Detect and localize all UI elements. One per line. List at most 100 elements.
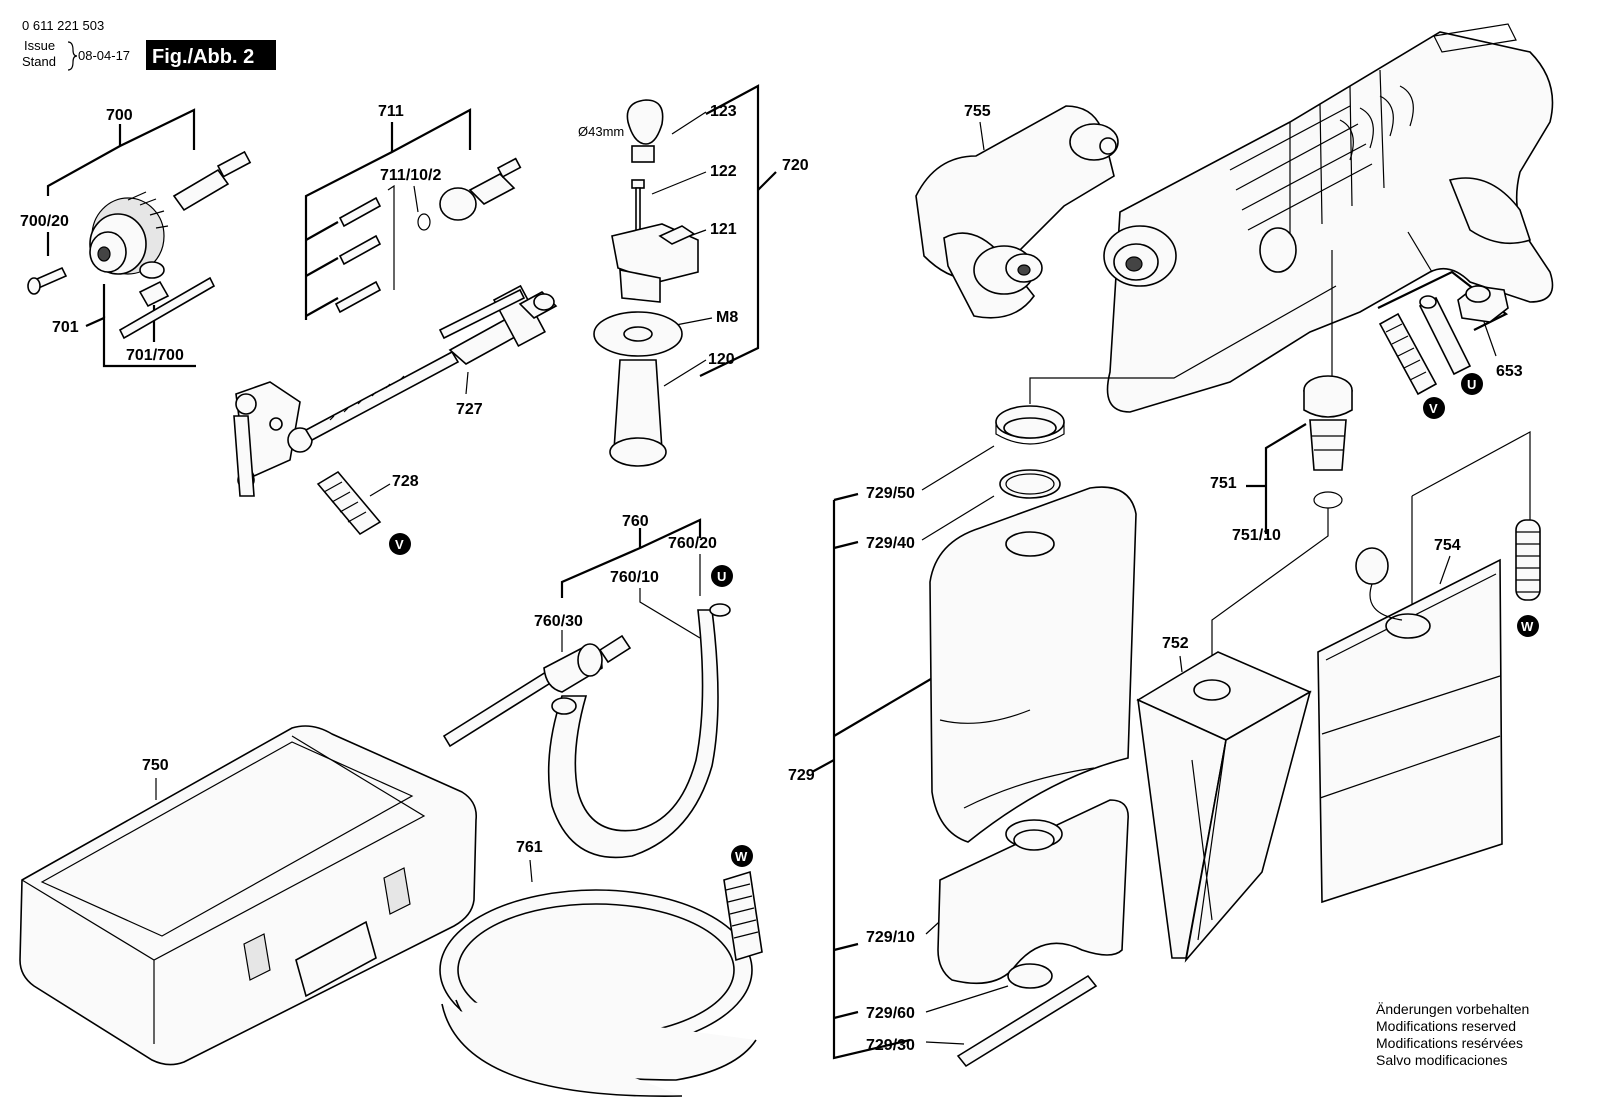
issue-date: 08-04-17 [78, 48, 130, 63]
nozzle-o-ring [1313, 491, 1343, 509]
marker-w-2 [731, 845, 753, 867]
label-727: 727 [456, 401, 483, 418]
chuck-key [118, 261, 216, 340]
bit-holder [439, 157, 522, 221]
marker-w-2-text: W [735, 849, 748, 864]
label-653: 653 [1496, 363, 1523, 380]
label-760-20: 760/20 [668, 535, 717, 552]
label-760-10: 760/10 [610, 569, 659, 586]
marker-u-2 [711, 565, 733, 587]
label-760-30: 760/30 [534, 613, 583, 630]
auxiliary-handle-group: 720 123 122 121 120 M8 Ø43mm [578, 84, 809, 467]
header: 0 611 221 503 Issue Stand 08-04-17 Fig./… [22, 18, 276, 71]
chuck-screw [27, 266, 68, 295]
label-711-10-2: 711/10/2 [380, 167, 442, 184]
label-120: 120 [708, 351, 735, 368]
label-760: 760 [622, 513, 649, 530]
dust-collector-729: 729/50 729/40 729 729/10 729/60 729/30 [788, 405, 1137, 1068]
part-number: 0 611 221 503 [22, 18, 104, 33]
spring-sleeve [1418, 295, 1472, 376]
retaining-ring [417, 213, 431, 231]
chuck-adapter-sds [172, 150, 252, 212]
marker-v-2-text: V [1429, 401, 1438, 416]
dust-box-752: 752 [1136, 635, 1312, 963]
spring-coil [1378, 312, 1438, 396]
suction-nozzle-group: 751 751/10 [1029, 250, 1531, 676]
seal-strip-729-30 [956, 974, 1098, 1068]
label-123: 123 [710, 103, 737, 120]
label-755: 755 [964, 103, 991, 120]
stand-label: Stand [22, 54, 56, 69]
label-729-40: 729/40 [866, 535, 915, 552]
gasket-729-60 [1007, 963, 1053, 989]
dust-extraction-760: 760 760/20 760/10 760/30 U [442, 513, 733, 859]
label-729-30: 729/30 [866, 1037, 915, 1054]
label-701: 701 [52, 319, 79, 336]
suction-hose-761: 761 W [439, 839, 763, 1097]
screwdriver-bit-2 [338, 234, 382, 266]
seal-ring-729-50 [995, 405, 1065, 445]
figure-badge [146, 40, 276, 70]
label-728: 728 [392, 473, 419, 490]
marker-v [389, 533, 411, 555]
label-750: 750 [142, 757, 169, 774]
nozzle-adapter [1303, 375, 1353, 471]
label-700-20: 700/20 [20, 213, 69, 230]
label-751-10: 751/10 [1232, 527, 1281, 544]
spring-w: W [1515, 519, 1541, 637]
issue-label: Issue [24, 38, 55, 53]
label-754: 754 [1434, 537, 1461, 554]
drill-chuck [89, 191, 169, 275]
label-122: 122 [710, 163, 737, 180]
label-711: 711 [378, 103, 404, 120]
marker-v-2 [1423, 397, 1445, 419]
label-729-10: 729/10 [866, 929, 915, 946]
label-700: 700 [106, 107, 133, 124]
screwdriver-bit-1 [338, 196, 382, 228]
grip-spring-group: 653 V U [1377, 231, 1523, 419]
o-ring-729-40 [999, 469, 1061, 499]
label-720: 720 [782, 157, 809, 174]
note-line-2: Modifications reserved [1376, 1018, 1516, 1034]
label-729: 729 [788, 767, 815, 784]
marker-w-text: W [1521, 619, 1534, 634]
clamp-band [626, 99, 664, 163]
depth-stop-assembly: 727 728 V [233, 284, 558, 555]
suction-tube [442, 603, 731, 859]
case-handle [243, 867, 411, 998]
right-angle-attachment: 755 [915, 103, 1119, 319]
screwdriver-bit-3 [334, 280, 382, 314]
note-line-1: Änderungen vorbehalten [1376, 1001, 1529, 1017]
label-diameter: Ø43mm [578, 124, 624, 139]
marker-u [1461, 373, 1483, 395]
note-line-4: Salvo modificaciones [1376, 1052, 1508, 1068]
note-line-3: Modifications resérvées [1376, 1035, 1523, 1051]
label-121: 121 [710, 221, 737, 238]
bit-set-group: 711 711/10/2 [304, 103, 522, 320]
chuck-group: 700 700/20 701 701/700 [20, 107, 252, 368]
rubber-sleeve [316, 470, 382, 536]
figure-title: Fig./Abb. 2 [152, 46, 254, 68]
clamp-body [611, 223, 699, 303]
marker-w [1517, 615, 1539, 637]
dust-bag-729 [929, 486, 1137, 843]
carrying-case-750: 750 [19, 725, 478, 1066]
knob [1457, 285, 1509, 323]
brace-symbol [67, 41, 78, 71]
depth-stop-rod [304, 284, 558, 442]
label-m8: M8 [716, 309, 738, 326]
label-729-60: 729/60 [866, 1005, 915, 1022]
revision-notes: Änderungen vorbehalten Modifications res… [1376, 1001, 1529, 1068]
depth-stop-frame [233, 381, 313, 497]
label-761: 761 [516, 839, 543, 856]
label-701-700: 701/700 [126, 347, 184, 364]
marker-v-text: V [395, 537, 404, 552]
label-751: 751 [1210, 475, 1237, 492]
dust-bag-754: 754 [1317, 537, 1503, 904]
marker-u-text: U [1467, 377, 1476, 392]
label-729-50: 729/50 [866, 485, 915, 502]
rotary-hammer [1103, 23, 1554, 413]
dust-container-729-10 [937, 799, 1129, 985]
handle-grip [593, 311, 683, 467]
